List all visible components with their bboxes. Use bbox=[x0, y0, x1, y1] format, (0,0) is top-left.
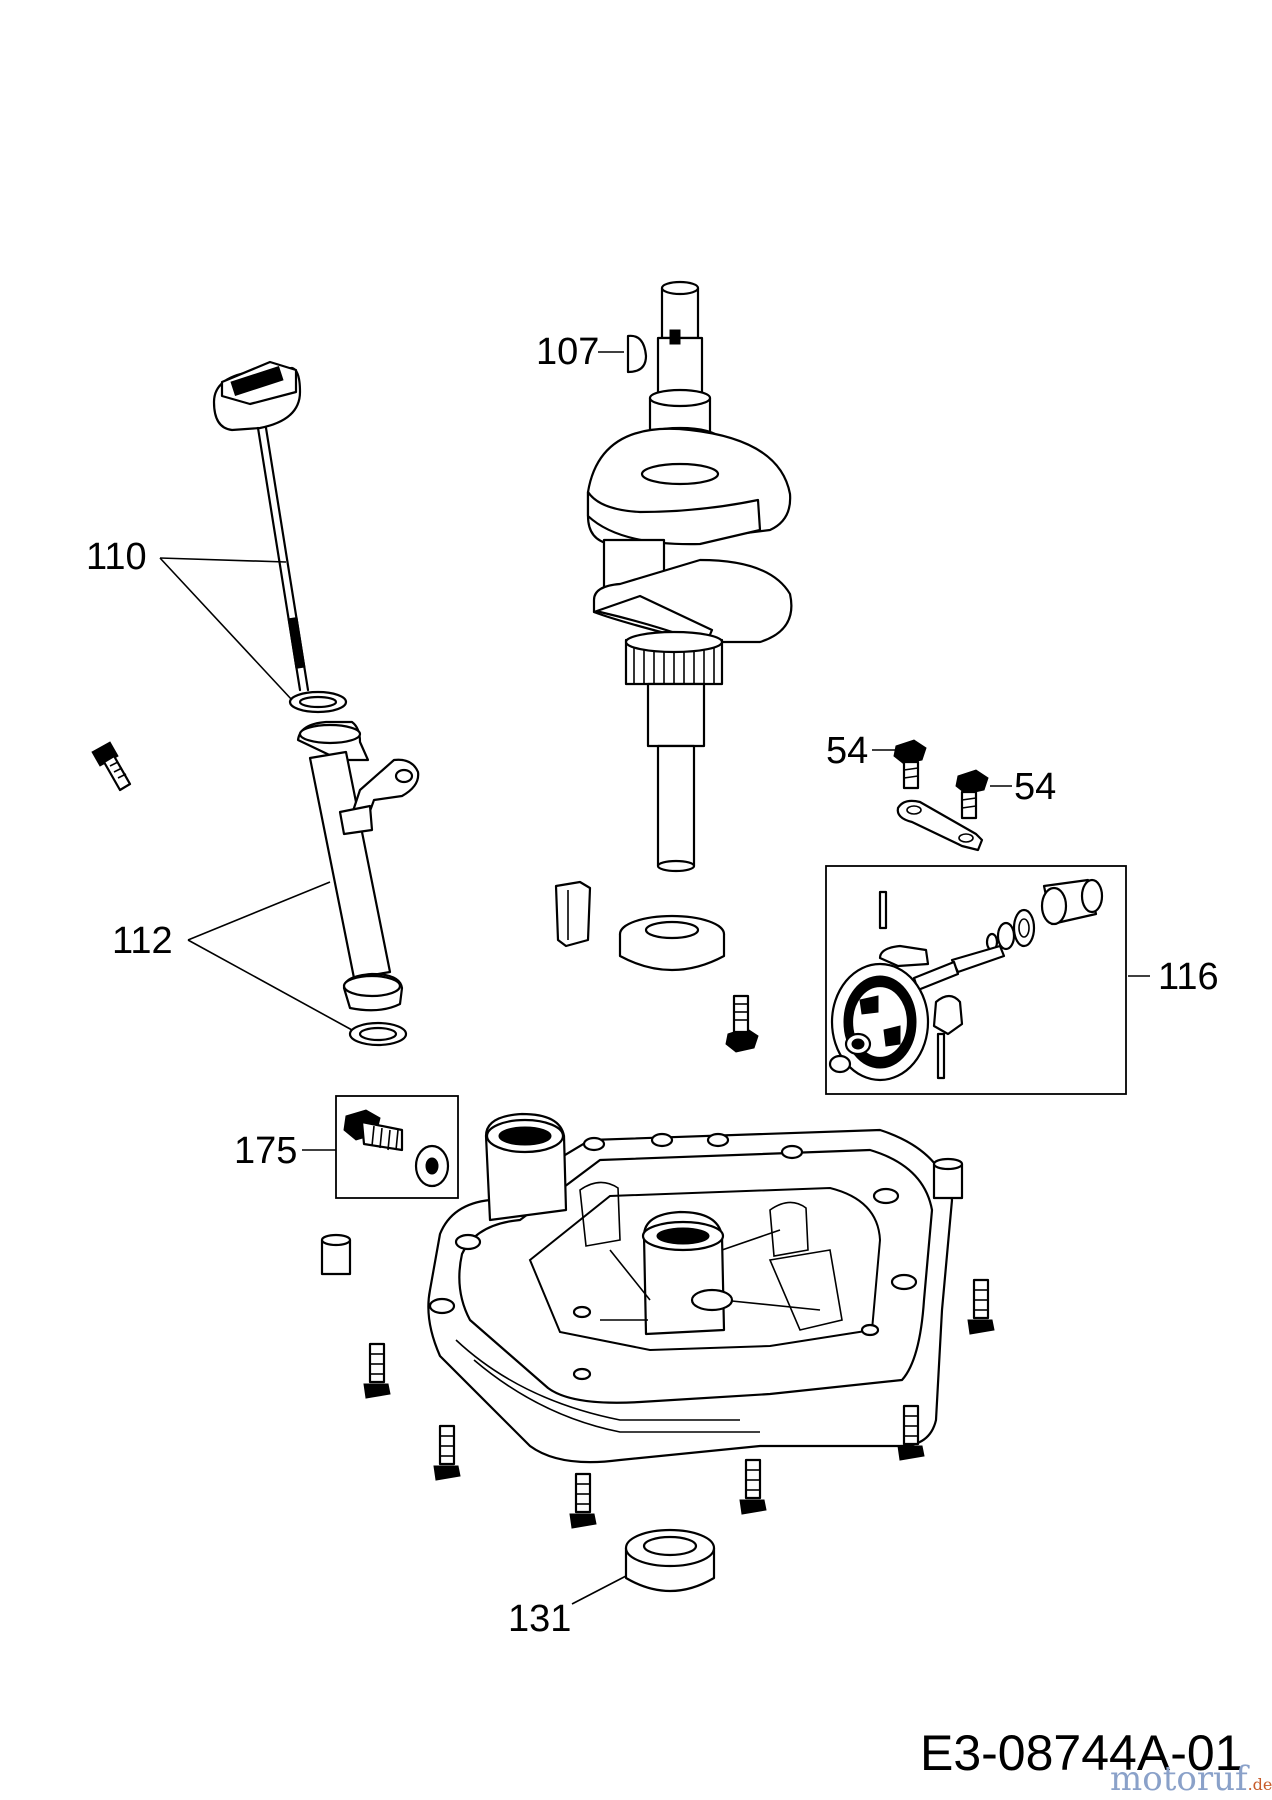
callout-110: 110 bbox=[86, 536, 147, 578]
dowel-pin-part bbox=[320, 1157, 964, 1276]
callout-131: 131 bbox=[508, 1598, 572, 1640]
bolt-part bbox=[91, 741, 132, 792]
callout-54-left: 54 bbox=[826, 730, 869, 772]
watermark-logo: motoruf.de bbox=[1110, 1762, 1272, 1796]
clip-part bbox=[554, 880, 592, 948]
bolt-54-right bbox=[955, 769, 989, 820]
bolt-part bbox=[725, 994, 759, 1053]
watermark-suffix: .de bbox=[1247, 1775, 1272, 1794]
dipstick-part bbox=[212, 360, 348, 714]
thrust-washer-part bbox=[618, 914, 726, 971]
callout-116: 116 bbox=[1158, 956, 1219, 998]
callout-107: 107 bbox=[536, 331, 600, 373]
cover-bolts bbox=[363, 1278, 995, 1529]
callout-112: 112 bbox=[112, 920, 173, 962]
fastener-box bbox=[335, 1095, 459, 1199]
key-part bbox=[626, 334, 648, 374]
crankcase-cover-part bbox=[427, 1112, 954, 1464]
dipstick-tube-part bbox=[296, 720, 420, 1047]
oil-seal-part bbox=[624, 1528, 716, 1593]
document-number: E3-08744A-01 bbox=[920, 1725, 1243, 1781]
watermark-brand: motoruf bbox=[1110, 1759, 1248, 1799]
leader-lines bbox=[159, 351, 1150, 1605]
bracket-plate-part bbox=[896, 799, 984, 852]
callout-54-right: 54 bbox=[1014, 766, 1057, 808]
bolt-54-left bbox=[893, 739, 927, 790]
governor-assembly-box bbox=[825, 865, 1127, 1095]
callout-175: 175 bbox=[234, 1130, 298, 1172]
crankshaft-part bbox=[586, 280, 793, 873]
